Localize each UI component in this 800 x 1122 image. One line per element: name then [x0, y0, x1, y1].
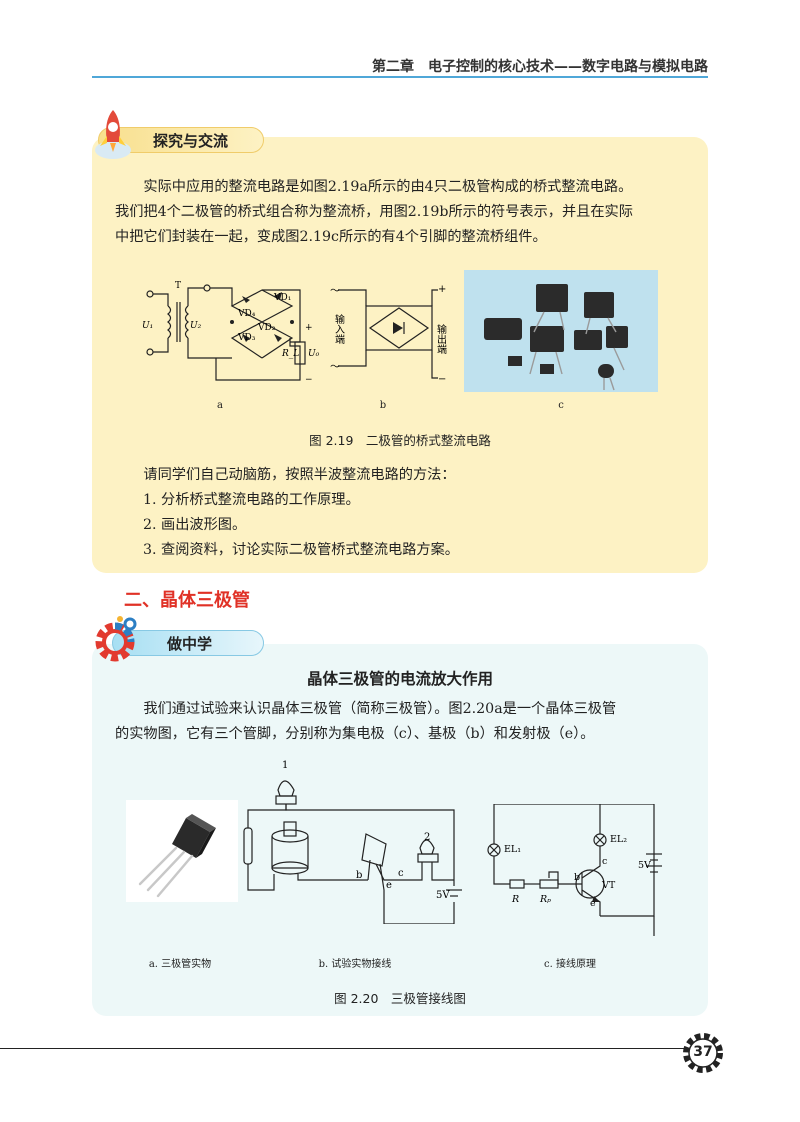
- fig219-sublabel-b: b: [379, 400, 387, 411]
- label-VD4: VD₄: [237, 309, 256, 319]
- schematic-vt-label: VT: [601, 880, 616, 891]
- label-T: T: [175, 281, 181, 291]
- do-tab: 做中学: [112, 630, 264, 656]
- label-tilde-bottom: ～: [330, 362, 340, 373]
- bridge-components-photo: [464, 270, 658, 392]
- label-plus-b: +: [438, 284, 446, 295]
- bulb-2-label: 2: [424, 832, 430, 843]
- wiring-b-label: b: [356, 870, 362, 881]
- label-VD2: VD₂: [257, 323, 276, 333]
- bridge-rectifier-diagram: T U₁ U₂ VD₁ VD₄ VD₂ VD₃ R_L U₀ + −: [142, 281, 320, 385]
- schematic-e-label: e: [590, 898, 596, 909]
- label-RL: R_L: [281, 349, 299, 359]
- transistor-photo: [126, 800, 238, 902]
- transistor-schematic: EL₁ EL₂ R Rₚ b c e VT 5V: [487, 804, 662, 936]
- fig219-sublabel-a: a: [217, 400, 223, 411]
- do-tab-label: 做中学: [167, 635, 213, 653]
- fig220-sublabel-c: c. 接线原理: [544, 959, 596, 970]
- explore-paragraph-line-3: 中把它们封装在一起，变成图2.19c所示的有4个引脚的整流桥组件。: [115, 229, 547, 245]
- schematic-b-label: b: [574, 872, 580, 883]
- task-item-1: 1. 分析桥式整流电路的工作原理。: [143, 492, 360, 508]
- label-UO: U₀: [308, 349, 320, 359]
- bridge-symbol-diagram: ～ ～ 输入端 输出端 + −: [330, 284, 447, 385]
- bulb-1-label: 1: [282, 760, 288, 771]
- schematic-voltage-label: 5V: [638, 860, 651, 871]
- label-U1: U₁: [142, 321, 153, 331]
- fig220-caption: 图 2.20 三极管接线图: [334, 991, 466, 1006]
- running-head: 第二章 电子控制的核心技术——数字电路与模拟电路: [372, 59, 708, 75]
- explore-tab-label: 探究与交流: [153, 132, 229, 150]
- task-intro: 请同学们自己动脑筋，按照半波整流电路的方法：: [143, 467, 456, 483]
- wiring-c-label: c: [398, 868, 404, 879]
- schematic-r-label: R: [511, 894, 519, 905]
- schematic-el2-label: EL₂: [610, 834, 627, 845]
- gear-icon: [95, 616, 137, 662]
- do-paragraph-line-2: 的实物图，它有三个管脚，分别称为集电极（c）、基极（b）和发射极（e）。: [115, 726, 595, 742]
- rocket-icon: [95, 110, 131, 159]
- schematic-c-label: c: [602, 856, 607, 867]
- label-plus-a: +: [305, 323, 313, 333]
- task-item-3: 3. 查阅资料，讨论实际二极管桥式整流电路方案。: [143, 542, 459, 558]
- label-U2: U₂: [190, 321, 202, 331]
- fig220-sublabel-b: b. 试验实物接线: [318, 959, 392, 970]
- label-output-terminal: 输出端: [435, 323, 447, 355]
- wiring-e-label: e: [386, 880, 392, 891]
- do-paragraph-line-1: 我们通过试验来认识晶体三极管（简称三极管）。图2.20a是一个晶体三极管: [143, 701, 617, 717]
- fig219-caption: 图 2.19 二极管的桥式整流电路: [309, 433, 491, 448]
- page-number: 37: [693, 1044, 713, 1060]
- schematic-rp-label: Rₚ: [539, 894, 551, 905]
- footer-rule: [0, 1048, 690, 1049]
- transistor-wiring-diagram: 1 2 b e c 5V: [243, 760, 462, 924]
- task-item-2: 2. 画出波形图。: [143, 517, 247, 533]
- explore-paragraph-line-2: 我们把4个二极管的桥式组合称为整流桥，用图2.19b所示的符号表示，并且在实际: [115, 204, 633, 220]
- label-tilde-top: ～: [330, 286, 340, 297]
- label-VD1: VD₁: [273, 293, 291, 303]
- label-minus-b: −: [438, 374, 446, 385]
- wiring-voltage-label: 5V: [436, 890, 450, 901]
- experiment-heading: 晶体三极管的电流放大作用: [306, 670, 493, 688]
- section-title: 二、晶体三极管: [124, 590, 250, 611]
- label-VD3: VD₃: [237, 333, 256, 343]
- page-number-gear-icon: [683, 1033, 723, 1073]
- schematic-el1-label: EL₁: [504, 844, 521, 855]
- fig219-sublabel-c: c: [558, 400, 564, 411]
- fig220-sublabel-a: a. 三极管实物: [148, 959, 212, 970]
- label-minus-a: −: [305, 375, 313, 385]
- label-input-terminal: 输入端: [333, 313, 345, 345]
- explore-paragraph-line-1: 实际中应用的整流电路是如图2.19a所示的由4只二极管构成的桥式整流电路。: [143, 179, 633, 195]
- header-rule: [92, 76, 708, 78]
